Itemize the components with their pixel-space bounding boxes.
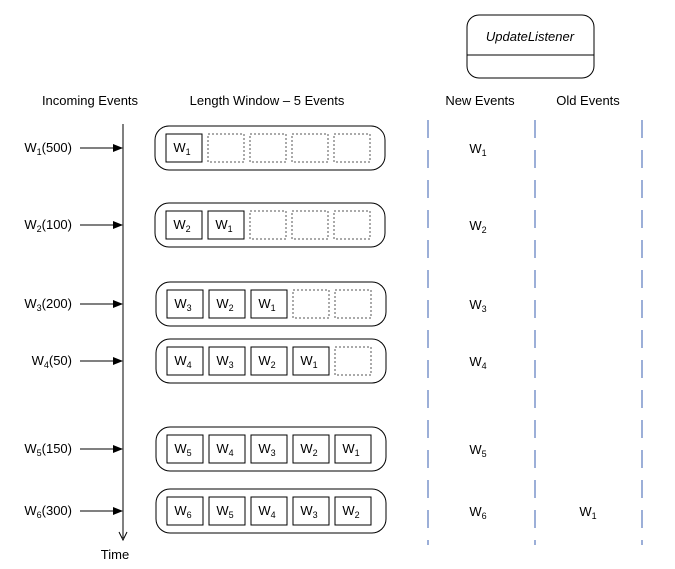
window-cell [334, 496, 372, 526]
window-cell-label: W4 [258, 503, 275, 520]
window-cell-label: W1 [173, 140, 190, 157]
window-cell-empty [291, 210, 329, 240]
window-cell [208, 434, 246, 464]
window-cell-empty [333, 210, 371, 240]
event-row: W4(50) W4 W3 W2 W1 W4 [32, 338, 487, 384]
window-cell [166, 346, 204, 376]
event-row: W5(150) W5 W4 W3 W2 W1 W5 [24, 426, 487, 472]
window-cell [208, 496, 246, 526]
window-cell [292, 434, 330, 464]
window-cell [208, 289, 246, 319]
header-incoming-events: Incoming Events [42, 93, 139, 108]
new-event-label: W5 [469, 442, 486, 459]
new-event-label: W3 [469, 297, 486, 314]
header-length-window: Length Window – 5 Events [190, 93, 345, 108]
incoming-event-label: W5(150) [24, 441, 72, 458]
event-row: W2(100) W2 W1 W2 [24, 202, 487, 248]
window-cell-empty [292, 289, 330, 319]
window-cell-empty [249, 210, 287, 240]
window-cell-label: W3 [258, 441, 275, 458]
window-cell-label: W2 [216, 296, 233, 313]
window-cell [165, 133, 203, 163]
window-cell-label: W1 [342, 441, 359, 458]
window-cell [292, 496, 330, 526]
event-row: W1(500) W1 W1 [24, 125, 487, 171]
window-cell-label: W2 [342, 503, 359, 520]
window-cell [166, 496, 204, 526]
window-cell-label: W2 [300, 441, 317, 458]
window-cell-label: W3 [300, 503, 317, 520]
window-cell-label: W4 [174, 353, 191, 370]
new-event-label: W1 [469, 141, 486, 158]
window-cell-empty [333, 133, 371, 163]
window-cell [250, 434, 288, 464]
window-cell-label: W5 [174, 441, 191, 458]
window-cell [165, 210, 203, 240]
new-event-label: W4 [469, 354, 486, 371]
window-cell-empty [334, 289, 372, 319]
window-cell [208, 346, 246, 376]
window-cell-label: W3 [174, 296, 191, 313]
window-cell [166, 289, 204, 319]
incoming-event-label: W3(200) [24, 296, 72, 313]
update-listener-title: UpdateListener [486, 29, 575, 44]
window-cell-empty [291, 133, 329, 163]
time-label: Time [101, 547, 129, 562]
event-row: W6(300) W6 W5 W4 W3 W2 W6 W1 [24, 488, 597, 534]
window-cell-label: W1 [300, 353, 317, 370]
incoming-event-label: W4(50) [32, 353, 72, 370]
event-row: W3(200) W3 W2 W1 W3 [24, 281, 487, 327]
incoming-event-label: W2(100) [24, 217, 72, 234]
window-cell-label: W5 [216, 503, 233, 520]
window-cell-empty [334, 346, 372, 376]
header-old-events: Old Events [556, 93, 620, 108]
window-cell-label: W1 [258, 296, 275, 313]
new-event-label: W6 [469, 504, 486, 521]
time-arrow-icon [118, 531, 128, 542]
window-cell [207, 210, 245, 240]
window-cell-label: W4 [216, 441, 233, 458]
window-cell [292, 346, 330, 376]
window-cell [250, 346, 288, 376]
window-cell-label: W6 [174, 503, 191, 520]
incoming-event-label: W6(300) [24, 503, 72, 520]
update-listener-box: UpdateListener [466, 14, 595, 79]
window-cell-label: W2 [258, 353, 275, 370]
window-cell-empty [249, 133, 287, 163]
window-cell-label: W2 [173, 217, 190, 234]
window-cell-label: W1 [215, 217, 232, 234]
window-cell [334, 434, 372, 464]
header-new-events: New Events [445, 93, 515, 108]
incoming-event-label: W1(500) [24, 140, 72, 157]
old-event-label: W1 [579, 504, 596, 521]
window-cell-empty [207, 133, 245, 163]
window-cell [250, 496, 288, 526]
window-cell [250, 289, 288, 319]
window-cell-label: W3 [216, 353, 233, 370]
window-cell [166, 434, 204, 464]
new-event-label: W2 [469, 218, 486, 235]
